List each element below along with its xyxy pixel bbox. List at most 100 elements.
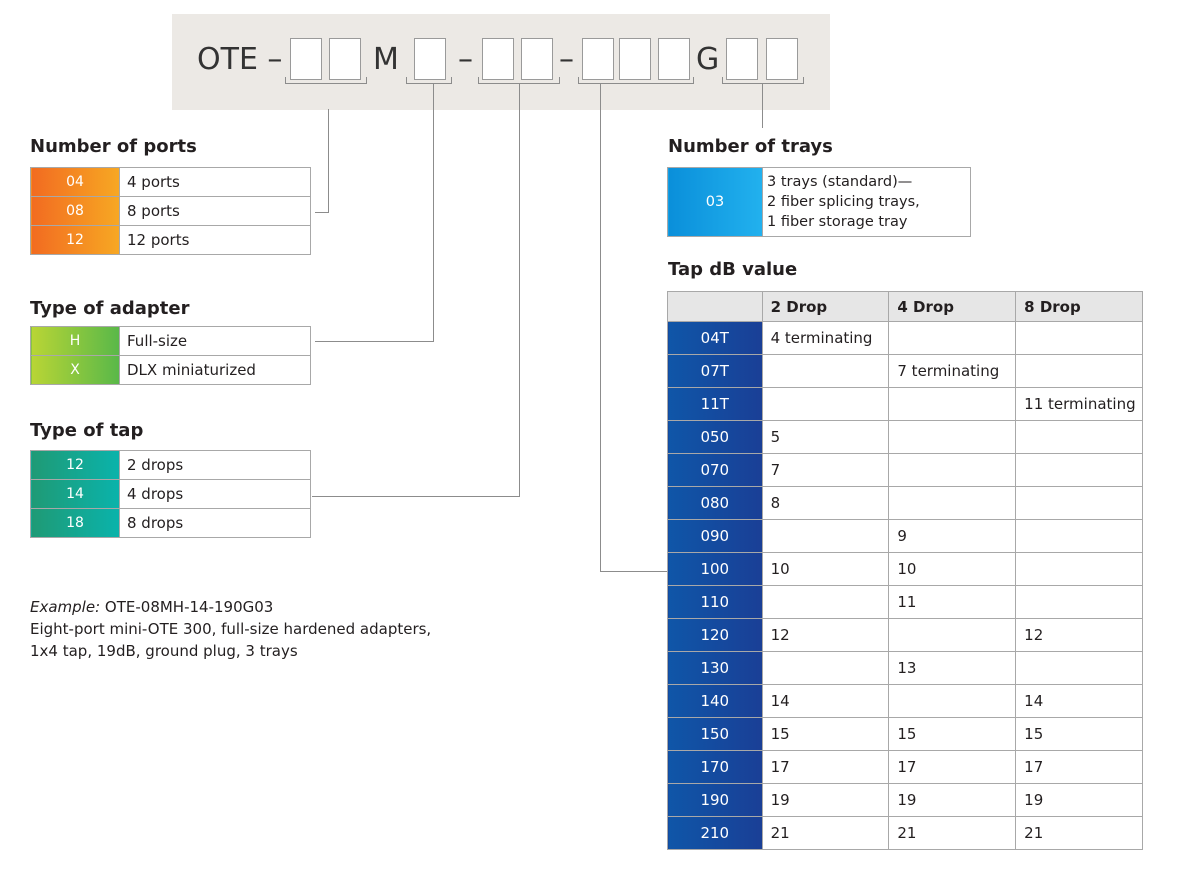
adapter-leader-h xyxy=(315,341,434,342)
tap-db-title: Tap dB value xyxy=(668,259,798,280)
example-line-1: Example: OTE-08MH-14-190G03 xyxy=(30,596,431,618)
tray-line: 3 trays (standard)— xyxy=(767,174,913,190)
dash-1: – xyxy=(458,42,473,77)
drop4-cell: 19 xyxy=(888,783,1017,817)
adapter-title: Type of adapter xyxy=(30,298,190,319)
tray-digit-box-1 xyxy=(726,38,758,80)
drop4-cell xyxy=(888,684,1017,718)
tray-line: 1 fiber storage tray xyxy=(767,214,908,230)
drop8-cell xyxy=(1015,420,1143,454)
adapter-bracket xyxy=(406,77,452,84)
tray-leader-v xyxy=(762,84,763,128)
drop2-cell: 4 terminating xyxy=(761,321,890,355)
tap-code: 18 xyxy=(30,508,120,538)
part-prefix: OTE – xyxy=(197,42,283,77)
trays-title: Number of trays xyxy=(668,136,833,157)
drop8-cell: 12 xyxy=(1015,618,1143,652)
drop2-cell xyxy=(761,651,890,685)
db-code: 130 xyxy=(667,651,763,685)
table-row: 08 8 ports xyxy=(30,196,311,226)
db-code: 170 xyxy=(667,750,763,784)
adapter-leader-v xyxy=(433,84,434,342)
db-code: 04T xyxy=(667,321,763,355)
drop4-cell: 15 xyxy=(888,717,1017,751)
tap-leader-v xyxy=(519,84,520,497)
column-header xyxy=(667,291,763,322)
drop4-cell: 10 xyxy=(888,552,1017,586)
db-code: 140 xyxy=(667,684,763,718)
drop2-cell: 17 xyxy=(761,750,890,784)
drop4-cell xyxy=(888,453,1017,487)
tray-bracket xyxy=(722,77,804,84)
drop8-cell xyxy=(1015,354,1143,388)
drop4-cell: 11 xyxy=(888,585,1017,619)
drop2-cell xyxy=(761,354,890,388)
ports-title: Number of ports xyxy=(30,136,197,157)
db-bracket xyxy=(578,77,694,84)
table-row: 12 2 drops xyxy=(30,450,311,480)
drop8-cell xyxy=(1015,486,1143,520)
tray-description: 3 trays (standard)— 2 fiber splicing tra… xyxy=(762,167,971,237)
tap-code: 14 xyxy=(30,479,120,509)
ports-table: 04 4 ports 08 8 ports 12 12 ports xyxy=(30,167,311,255)
drop2-cell xyxy=(761,387,890,421)
table-header-row: 2 Drop 4 Drop 8 Drop xyxy=(667,291,1143,322)
example-label: Example: xyxy=(30,598,101,616)
example-line-3: 1x4 tap, 19dB, ground plug, 3 trays xyxy=(30,642,298,660)
table-row: X DLX miniaturized xyxy=(30,355,311,385)
example-part: OTE-08MH-14-190G03 xyxy=(104,598,274,616)
column-header: 2 Drop xyxy=(761,291,890,322)
drop2-cell: 7 xyxy=(761,453,890,487)
tray-line: 2 fiber splicing trays, xyxy=(767,194,920,210)
ports-leader-h xyxy=(315,212,329,213)
drop8-cell: 19 xyxy=(1015,783,1143,817)
drop4-cell xyxy=(888,321,1017,355)
port-code: 08 xyxy=(30,196,120,226)
tap-label: 8 drops xyxy=(119,508,311,538)
adapter-label: Full-size xyxy=(119,326,311,356)
db-digit-box-1 xyxy=(582,38,614,80)
db-leader-v xyxy=(600,84,601,572)
tap-leader-h xyxy=(312,496,520,497)
drop4-cell xyxy=(888,420,1017,454)
trays-table: 03 3 trays (standard)— 2 fiber splicing … xyxy=(667,167,971,237)
drop8-cell: 17 xyxy=(1015,750,1143,784)
drop4-cell xyxy=(888,618,1017,652)
drop8-cell: 21 xyxy=(1015,816,1143,850)
drop2-cell: 5 xyxy=(761,420,890,454)
tap-digit-box-2 xyxy=(521,38,553,80)
drop8-cell xyxy=(1015,585,1143,619)
table-row: 14 4 drops xyxy=(30,479,311,509)
port-code: 04 xyxy=(30,167,120,197)
g-letter: G xyxy=(696,42,720,77)
tap-code: 12 xyxy=(30,450,120,480)
ports-leader-v xyxy=(328,109,329,213)
db-code: 100 xyxy=(667,552,763,586)
tap-label: 2 drops xyxy=(119,450,311,480)
port-label: 12 ports xyxy=(119,225,311,255)
db-digit-box-3 xyxy=(658,38,690,80)
column-header: 4 Drop xyxy=(888,291,1017,322)
drop8-cell xyxy=(1015,453,1143,487)
tap-label: 4 drops xyxy=(119,479,311,509)
db-code: 120 xyxy=(667,618,763,652)
drop2-cell: 12 xyxy=(761,618,890,652)
drop8-cell: 11 terminating xyxy=(1015,387,1143,421)
drop4-cell: 17 xyxy=(888,750,1017,784)
drop4-cell: 7 terminating xyxy=(888,354,1017,388)
db-code: 11T xyxy=(667,387,763,421)
tap-bracket xyxy=(478,77,560,84)
db-digit-box-2 xyxy=(619,38,651,80)
drop8-cell: 14 xyxy=(1015,684,1143,718)
db-code: 150 xyxy=(667,717,763,751)
